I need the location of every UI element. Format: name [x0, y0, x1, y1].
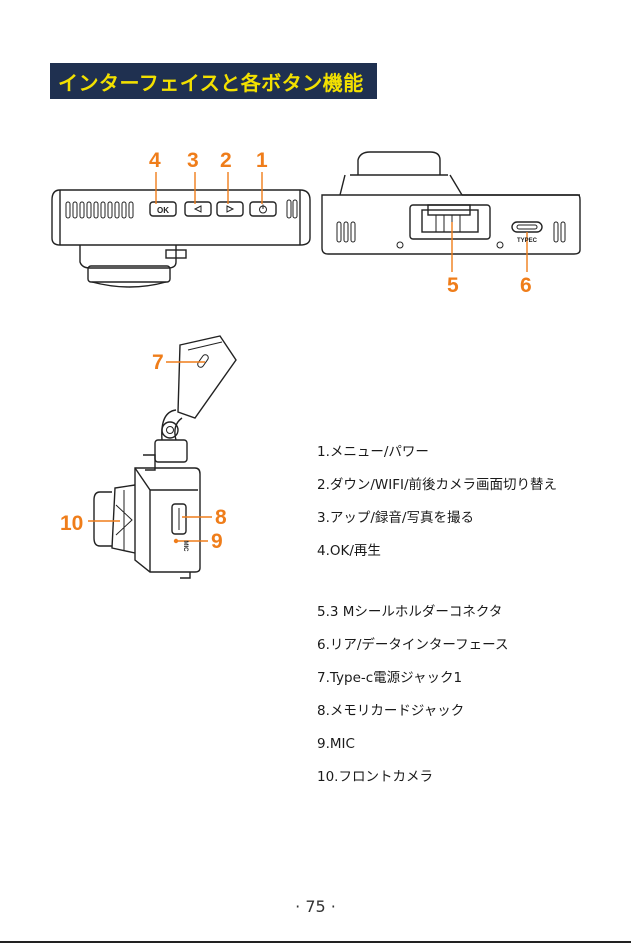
- callout-3: 3: [187, 150, 199, 171]
- list-item: 1.メニュー/パワー: [317, 443, 429, 461]
- rear-view-diagram: [322, 152, 580, 272]
- callout-5: 5: [447, 275, 459, 296]
- ok-button-label: OK: [157, 206, 169, 215]
- footer-rule: [0, 941, 631, 943]
- callout-2: 2: [220, 150, 232, 171]
- callout-6: 6: [520, 275, 532, 296]
- mic-label: MIC: [182, 541, 188, 553]
- list-item: 4.OK/再生: [317, 542, 381, 560]
- usb-port-label: TYPEC: [517, 238, 538, 244]
- list-item: 5.3 Mシールホルダーコネクタ: [317, 603, 502, 621]
- callout-7: 7: [152, 352, 164, 373]
- list-item: 6.リア/データインターフェース: [317, 636, 508, 654]
- list-item: 10.フロントカメラ: [317, 768, 433, 786]
- list-item: 3.アップ/録音/写真を撮る: [317, 509, 474, 527]
- callout-10: 10: [60, 513, 83, 534]
- list-item: 7.Type-c電源ジャック1: [317, 669, 462, 687]
- page-number: · 75 ·: [0, 897, 631, 916]
- callout-1: 1: [256, 150, 268, 171]
- list-item: 2.ダウン/WIFI/前後カメラ画面切り替え: [317, 476, 557, 494]
- up-button-shape: [185, 202, 211, 216]
- callout-8: 8: [215, 507, 227, 528]
- down-button-shape: [217, 202, 243, 216]
- callout-4: 4: [149, 150, 161, 171]
- list-item: 8.メモリカードジャック: [317, 702, 464, 720]
- list-item: 9.MIC: [317, 735, 355, 753]
- callout-9: 9: [211, 531, 223, 552]
- top-view-diagram: [52, 172, 310, 287]
